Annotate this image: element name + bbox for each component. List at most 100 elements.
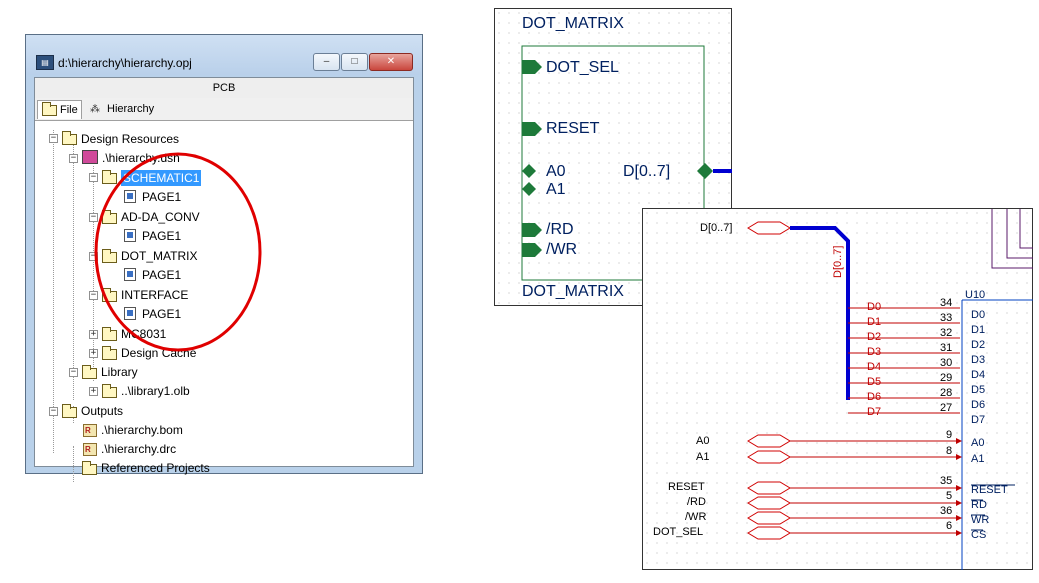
port-a0-shape [522, 164, 536, 178]
port-a1-shape [522, 182, 536, 196]
port-label-rd: /RD [546, 221, 574, 238]
port-label-a1: A1 [696, 451, 710, 463]
tree-item-ad-da-conv[interactable]: AD-DA_CONV [121, 210, 200, 224]
report-icon: R [83, 424, 97, 437]
offpage-rd [747, 496, 791, 510]
block-border [521, 45, 705, 281]
collapse-toggle[interactable]: − [49, 406, 58, 416]
net-d0: D0 [867, 301, 882, 313]
tree-item-page[interactable]: PAGE1 [142, 268, 182, 282]
tree-item-schematic1[interactable]: SCHEMATIC1 [121, 170, 202, 186]
tree-item-outputs[interactable]: Outputs [81, 404, 124, 418]
pin-name-reset: RESET [971, 484, 1008, 496]
net-d1: D1 [867, 316, 882, 328]
pin-name-d1: D1 [971, 324, 986, 336]
folder-icon [42, 102, 57, 116]
tree-item-library[interactable]: Library [101, 365, 138, 379]
close-icon: ✕ [386, 56, 396, 67]
page-icon [124, 190, 136, 203]
tree-item-referenced-projects[interactable]: Referenced Projects [101, 461, 210, 475]
pin-name-d6: D6 [971, 399, 986, 411]
report-icon: R [83, 443, 97, 456]
collapse-toggle[interactable]: − [49, 133, 58, 143]
pin-num-9: 9 [946, 429, 953, 441]
pin-num-8: 8 [946, 445, 953, 457]
folder-icon [82, 461, 97, 475]
tab-hierarchy-label: Hierarchy [107, 103, 155, 115]
pin-name-d4: D4 [971, 369, 986, 381]
collapse-toggle[interactable]: − [89, 290, 98, 300]
tree-item-page[interactable]: PAGE1 [142, 229, 182, 243]
port-dot-sel-shape [522, 60, 542, 74]
pin-num-34: 34 [940, 297, 953, 309]
pin-num-33: 33 [940, 312, 953, 324]
pin-name-cs: CS [971, 529, 987, 541]
tab-file[interactable]: File [37, 100, 82, 119]
tree-item-mc8031[interactable]: MC8031 [121, 327, 167, 341]
block-title-top: DOT_MATRIX [522, 15, 624, 32]
collapse-toggle[interactable]: − [69, 153, 78, 163]
collapse-toggle[interactable]: − [89, 212, 98, 222]
page-icon [124, 307, 136, 320]
tree-guide-line [73, 446, 74, 482]
pin-name-d7: D7 [971, 414, 986, 426]
port-bus-shape [697, 163, 713, 179]
hierarchy-icon: ⁂ [90, 104, 100, 115]
tree-item-design[interactable]: .\hierarchy.dsn [102, 151, 180, 165]
pin-name-a1: A1 [971, 453, 985, 465]
collapse-toggle[interactable]: − [89, 172, 98, 182]
offpage-a1 [747, 450, 791, 464]
port-wr-shape [522, 243, 542, 257]
expand-toggle[interactable]: + [89, 348, 98, 358]
port-label-reset: RESET [668, 481, 705, 493]
port-label-a1: A1 [546, 181, 566, 198]
folder-icon [102, 384, 117, 398]
expand-toggle[interactable]: + [89, 329, 98, 339]
tab-strip: File ⁂ Hierarchy [35, 98, 413, 121]
port-label-wr: /WR [546, 241, 578, 258]
port-label-a0: A0 [546, 163, 566, 180]
tab-hierarchy[interactable]: ⁂ Hierarchy [85, 100, 165, 119]
tree-item-library-file[interactable]: ..\library1.olb [121, 384, 190, 398]
pin-num-35: 35 [940, 475, 953, 487]
tree-item-drc[interactable]: .\hierarchy.drc [101, 442, 177, 456]
pin-name-d5: D5 [971, 384, 986, 396]
tree-guide-line [93, 166, 94, 381]
title-bar[interactable]: ▤ d:\hierarchy\hierarchy.opj – □ ✕ [26, 35, 422, 75]
net-d2: D2 [867, 331, 882, 343]
pin-num-29: 29 [940, 372, 953, 384]
window-title: d:\hierarchy\hierarchy.opj [58, 56, 192, 70]
pin-name-a0: A0 [971, 437, 985, 449]
pin-num-30: 30 [940, 357, 953, 369]
pin-name-rd: RD [971, 499, 987, 511]
part-ref-u10: U10 [965, 289, 986, 301]
close-button[interactable]: ✕ [369, 53, 413, 71]
pin-num-6: 6 [946, 520, 953, 532]
expand-toggle[interactable]: + [89, 386, 98, 396]
offpage-bus-connector [747, 221, 791, 235]
tree-item-dot-matrix[interactable]: DOT_MATRIX [121, 249, 198, 263]
port-label-rd: /RD [687, 496, 706, 508]
tree-item-page[interactable]: PAGE1 [142, 190, 182, 204]
folder-icon [62, 131, 77, 145]
minimize-button[interactable]: – [313, 53, 340, 71]
page-icon [124, 268, 136, 281]
tree-item-page[interactable]: PAGE1 [142, 307, 182, 321]
data-net-wires [848, 307, 960, 414]
tree-guide-line [73, 145, 74, 400]
tree-guide-line [53, 130, 54, 453]
offpage-reset [747, 481, 791, 495]
offpage-a0 [747, 434, 791, 448]
folder-icon [102, 327, 117, 341]
highlight-ellipse [94, 152, 262, 352]
maximize-button[interactable]: □ [341, 53, 368, 71]
net-d4: D4 [867, 361, 882, 373]
collapse-toggle[interactable]: − [69, 367, 78, 377]
maximize-icon: □ [351, 56, 358, 67]
tree-item-interface[interactable]: INTERFACE [121, 288, 189, 302]
tree-item-bom[interactable]: .\hierarchy.bom [101, 423, 183, 437]
tree-item-design-resources[interactable]: Design Resources [81, 132, 180, 146]
folder-icon [102, 249, 117, 263]
orcad-capture-icon: ▤ [36, 55, 54, 70]
